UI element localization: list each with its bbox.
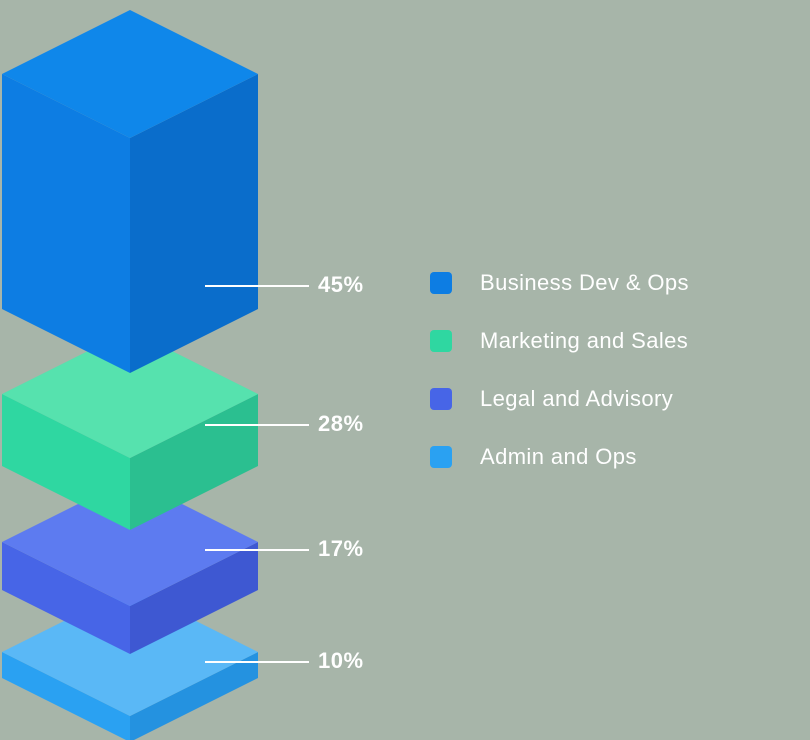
bar-segment-marketing-and-sales [2,330,258,530]
legend-label-admin-and-ops: Admin and Ops [480,444,637,469]
legend-label-marketing-and-sales: Marketing and Sales [480,328,689,353]
value-label-admin-and-ops: 10% [318,648,364,673]
legend-label-business-dev-ops: Business Dev & Ops [480,270,689,295]
segment-right-face [130,542,258,654]
value-label-legal-and-advisory: 17% [318,536,364,561]
legend-swatch-business-dev-ops [430,272,452,294]
callout-line-legal-and-advisory [205,549,309,551]
bar-segment-business-dev-ops [2,10,258,373]
segment-left-face [2,652,130,740]
legend-swatch-admin-and-ops [430,446,452,468]
value-label-business-dev-ops: 45% [318,272,364,297]
legend-label-legal-and-advisory: Legal and Advisory [480,386,674,411]
segment-top-face [2,10,258,138]
isometric-stacked-bar [2,10,258,740]
value-label-marketing-and-sales: 28% [318,411,364,436]
segment-right-face [130,652,258,740]
segment-top-face [2,330,258,458]
bar-segment-legal-and-advisory [2,478,258,654]
legend-swatch-legal-and-advisory [430,388,452,410]
segment-top-face [2,478,258,606]
segment-right-face [130,74,258,373]
legend-item-marketing-and-sales: Marketing and Sales [430,329,688,353]
segment-right-face [130,394,258,530]
legend-item-admin-and-ops: Admin and Ops [430,445,637,469]
legend-swatch-marketing-and-sales [430,330,452,352]
segment-left-face [2,542,130,654]
callout-line-marketing-and-sales [205,424,309,426]
segment-left-face [2,74,130,373]
legend-item-legal-and-advisory: Legal and Advisory [430,387,673,411]
legend-item-business-dev-ops: Business Dev & Ops [430,271,689,295]
callout-line-admin-and-ops [205,661,309,663]
callout-line-business-dev-ops [205,285,309,287]
segment-left-face [2,394,130,530]
